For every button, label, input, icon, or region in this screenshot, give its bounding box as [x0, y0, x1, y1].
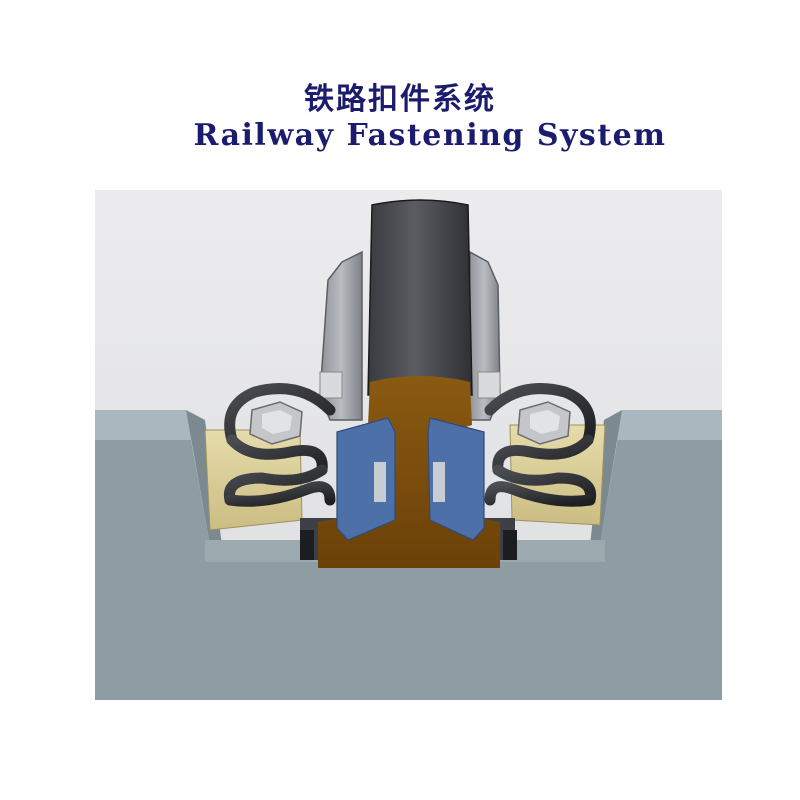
right-washer	[477, 371, 501, 399]
base-plate-edge-right	[503, 530, 517, 560]
sleeper-top-left	[95, 410, 192, 440]
concrete-sleeper	[95, 412, 722, 700]
left-pad-slot	[374, 462, 386, 502]
left-rail-pad	[336, 417, 396, 541]
left-spring-clip	[223, 383, 336, 507]
right-rail-pad	[427, 417, 485, 541]
english-title: Railway Fastening System	[193, 118, 667, 153]
chinese-title: 铁路扣件系统	[304, 82, 496, 117]
base-plate-edge-left	[300, 530, 314, 560]
right-spring-clip	[484, 383, 597, 507]
left-hex-bolt	[249, 401, 303, 445]
right-pad-slot	[433, 462, 445, 502]
left-washer	[319, 371, 343, 399]
right-hex-bolt	[517, 401, 571, 445]
rail-head	[367, 199, 473, 396]
sleeper-top-right	[616, 410, 722, 440]
